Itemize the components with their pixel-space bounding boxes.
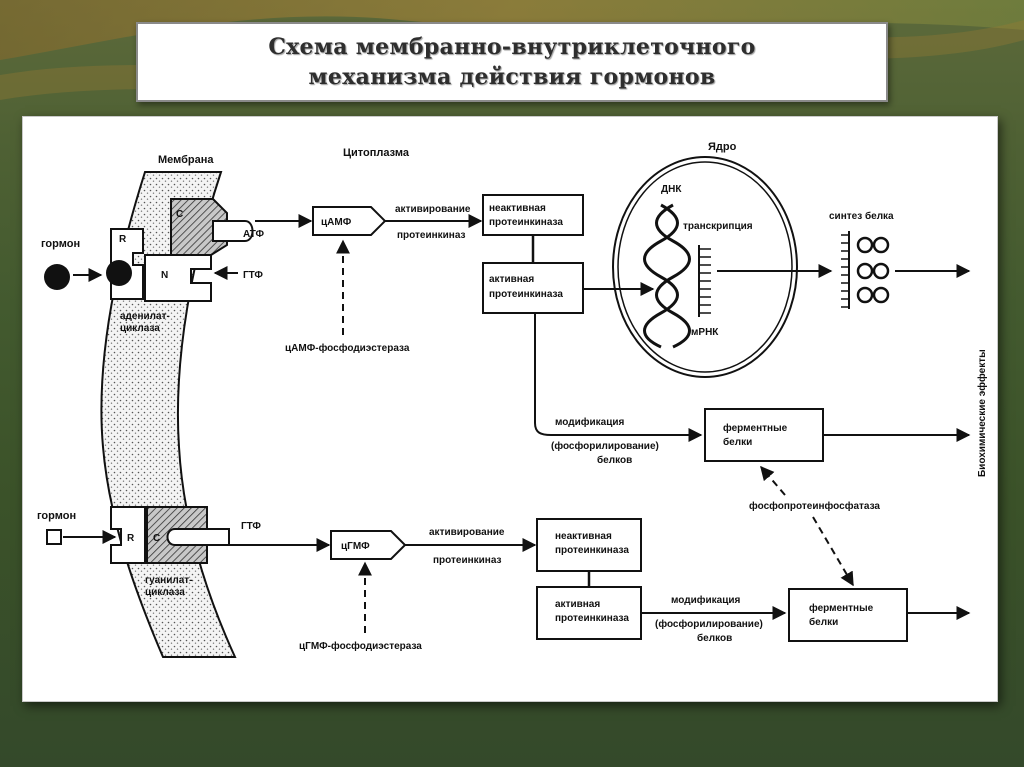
modification-bottom-label: модификация <box>671 594 740 606</box>
cgmp-pde-label: цГМФ-фосфодиэстераза <box>299 640 422 652</box>
catalytic-site-bottom <box>166 528 230 546</box>
membrane-label: Мембрана <box>158 154 214 166</box>
inactive-pk-top-label-1: неактивная <box>489 203 546 214</box>
mrna-strand <box>698 245 711 317</box>
dna-helix-2 <box>655 203 691 349</box>
nucleus-inner <box>617 161 793 373</box>
camp-pde-label: цАМФ-фосфодиэстераза <box>285 342 410 354</box>
enzyme-top-label-2: белки <box>723 436 752 448</box>
phosphatase-to-bottom-arrow <box>812 516 854 587</box>
nucleus-label: Ядро <box>708 141 737 153</box>
hormone-top-label: гормон <box>41 238 80 250</box>
enzyme-top-label-1: ферментные <box>723 422 788 434</box>
active-pk-bottom-label-1: активная <box>555 599 600 610</box>
inactive-pk-bottom-label-2: протеинкиназа <box>555 545 629 556</box>
enzyme-proteins-bottom-box <box>788 588 908 642</box>
transcription-label: транскрипция <box>683 221 753 232</box>
title-line-1: Схема мембранно-внутриклеточного <box>268 34 756 60</box>
receptor-bottom <box>110 506 146 564</box>
camp-box <box>312 206 387 236</box>
enzyme-bottom-label-2: белки <box>809 616 838 628</box>
adenylate-cyclase-label-2: циклаза <box>120 323 160 334</box>
gtp-bottom-label: ГТФ <box>241 521 261 532</box>
inactive-pk-bottom-label-1: неактивная <box>555 531 612 542</box>
active-pk-top-label-1: активная <box>489 274 534 285</box>
cgmp-box <box>330 530 407 560</box>
ribosome-strand <box>841 231 850 309</box>
active-pk-bottom-label-2: протеинкиназа <box>555 613 629 624</box>
activation-bottom-label: активирование <box>429 527 505 538</box>
dna-label: ДНК <box>661 184 682 195</box>
hormone-bottom-label: гормон <box>37 510 76 522</box>
phosphatase-label: фосфопротеинфосфатаза <box>749 500 880 512</box>
guanylate-cyclase-label-2: циклаза <box>145 587 185 598</box>
mrna-label: мРНК <box>691 327 719 338</box>
polypeptide-loops <box>856 236 890 304</box>
gtp-top-label: ГТФ <box>243 270 263 281</box>
enzyme-proteins-top-box <box>704 408 824 462</box>
slide-title: Схема мембранно-внутриклеточного механиз… <box>136 22 888 102</box>
active-pk-top-label-2: протеинкиназа <box>489 289 563 300</box>
hormone-top-molecule <box>44 264 70 290</box>
nucleus-outer <box>612 156 798 378</box>
proteinkinase-bottom-label: протеинкиназ <box>433 555 502 566</box>
proteins-top-label: белков <box>597 454 632 466</box>
phosphorylation-top-label: (фосфорилирование) <box>551 440 659 452</box>
cytoplasm-label: Цитоплазма <box>343 147 410 159</box>
receptor-top-label: R <box>119 234 127 245</box>
hormone-bottom-molecule <box>46 529 62 545</box>
adenylate-cyclase-label-1: аденилат- <box>120 311 170 322</box>
modification-top-label: модификация <box>555 416 624 428</box>
protein-synthesis-label: синтез белка <box>829 210 894 222</box>
title-line-2: механизма действия гормонов <box>308 64 716 90</box>
activation-top-label: активирование <box>395 204 471 215</box>
g-protein-top <box>144 254 212 302</box>
active-pk-bottom-box <box>536 586 642 640</box>
proteins-bottom-label: белков <box>697 632 732 644</box>
phosphorylation-bottom-label: (фосфорилирование) <box>655 618 763 630</box>
enzyme-bottom-label-1: ферментные <box>809 602 874 614</box>
catalytic-site-top <box>212 220 254 242</box>
bound-hormone-top <box>106 260 132 286</box>
modification-top-path <box>534 313 703 442</box>
biochemical-effects-label: Биохимические эффекты <box>976 349 988 477</box>
proteinkinase-top-label: протеинкиназ <box>397 230 466 241</box>
atp-label: АТФ <box>243 229 264 240</box>
dna-helix <box>643 203 679 349</box>
phosphatase-to-top-arrow <box>760 465 786 496</box>
active-pk-top-box <box>482 262 584 314</box>
camp-label: цАМФ <box>321 217 352 228</box>
g-protein-top-label: N <box>161 270 168 281</box>
diagram-panel: Мембрана Цитоплазма Ядро гормон R C N АТ… <box>22 116 998 702</box>
cyclase-bottom-label: C <box>153 533 160 544</box>
inactive-pk-top-label-2: протеинкиназа <box>489 217 563 228</box>
hormone-mechanism-diagram: Мембрана Цитоплазма Ядро гормон R C N АТ… <box>37 141 988 658</box>
cgmp-label: цГМФ <box>341 541 370 552</box>
inactive-pk-top-box <box>482 194 584 236</box>
receptor-bottom-label: R <box>127 533 135 544</box>
cyclase-top-label: C <box>176 209 183 220</box>
guanylate-cyclase-label-1: гуанилат- <box>145 575 193 586</box>
